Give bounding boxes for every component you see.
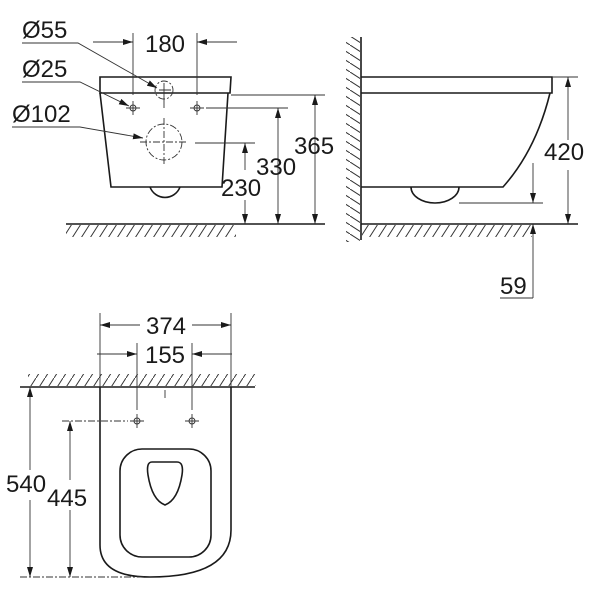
trap-outlet bbox=[149, 186, 181, 199]
dim-540: 540 bbox=[6, 471, 46, 498]
wall-hatching bbox=[346, 37, 360, 242]
floor-hatching bbox=[66, 225, 236, 237]
label-d25: Ø25 bbox=[22, 56, 67, 83]
fixing-hole-left bbox=[130, 414, 144, 428]
label-d102: Ø102 bbox=[12, 101, 71, 128]
bowl-body bbox=[99, 92, 229, 188]
bowl-outline bbox=[99, 387, 232, 578]
dim-420: 420 bbox=[544, 139, 584, 166]
dim-155: 155 bbox=[145, 342, 185, 369]
side-rim bbox=[361, 76, 553, 94]
seat-opening bbox=[119, 448, 212, 558]
wall-hatching bbox=[28, 374, 256, 386]
front-view: 180 Ø55 Ø25 Ø102 365 330 230 bbox=[12, 17, 334, 237]
dim-230: 230 bbox=[221, 175, 261, 202]
side-trap bbox=[410, 186, 460, 204]
label-d55: Ø55 bbox=[22, 17, 67, 44]
side-view: 420 59 bbox=[346, 37, 584, 300]
dim-374: 374 bbox=[146, 313, 186, 340]
bowl-well bbox=[146, 461, 184, 506]
dim-445: 445 bbox=[47, 485, 87, 512]
dim-59: 59 bbox=[500, 273, 527, 300]
dim-180: 180 bbox=[145, 31, 185, 58]
bowl-rim bbox=[99, 76, 232, 94]
fixing-hole-right bbox=[190, 101, 204, 115]
fixing-hole-right bbox=[185, 414, 199, 428]
dim-365: 365 bbox=[294, 133, 334, 160]
top-view: 374 155 540 445 bbox=[6, 313, 256, 578]
side-body bbox=[361, 92, 551, 188]
dim-330: 330 bbox=[256, 154, 296, 181]
fixing-hole-left bbox=[126, 101, 140, 115]
